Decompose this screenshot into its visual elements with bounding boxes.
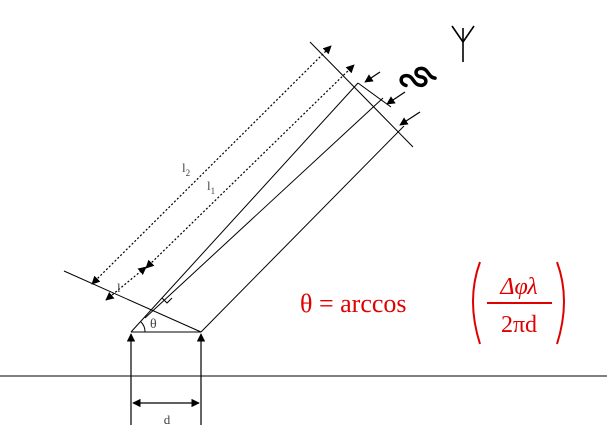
wavefront-arrow-3 <box>399 111 421 126</box>
aoa-formula: θ = arccos Δφλ 2πd <box>300 261 565 345</box>
wavefront-2 <box>309 41 414 148</box>
formula-left-paren <box>472 261 481 345</box>
formula-numerator: Δφλ <box>499 274 537 300</box>
formula-right-paren <box>556 261 565 345</box>
l1-label: l1 <box>207 178 215 196</box>
wavefront-1 <box>357 82 392 108</box>
d-label: d <box>164 412 171 427</box>
l2-label: l2 <box>182 160 190 178</box>
theta-label: θ <box>150 317 157 332</box>
formula-denominator: 2πd <box>501 312 537 338</box>
wavefront-base <box>63 270 202 333</box>
l-label: l <box>117 280 121 295</box>
l-path-arrow <box>105 266 147 301</box>
formula-lhs: θ = arccos <box>300 289 407 318</box>
wavefront-arrow-1 <box>364 71 381 83</box>
right-angle-marker <box>161 297 173 304</box>
l2-path-arrow <box>91 45 332 285</box>
ray-middle <box>144 97 384 319</box>
wavefront-arrow-2 <box>386 91 406 105</box>
signal-wave-icon <box>399 66 437 88</box>
antenna-icon <box>451 25 475 62</box>
theta-arc <box>140 321 146 333</box>
l1-path-arrow <box>145 64 355 269</box>
